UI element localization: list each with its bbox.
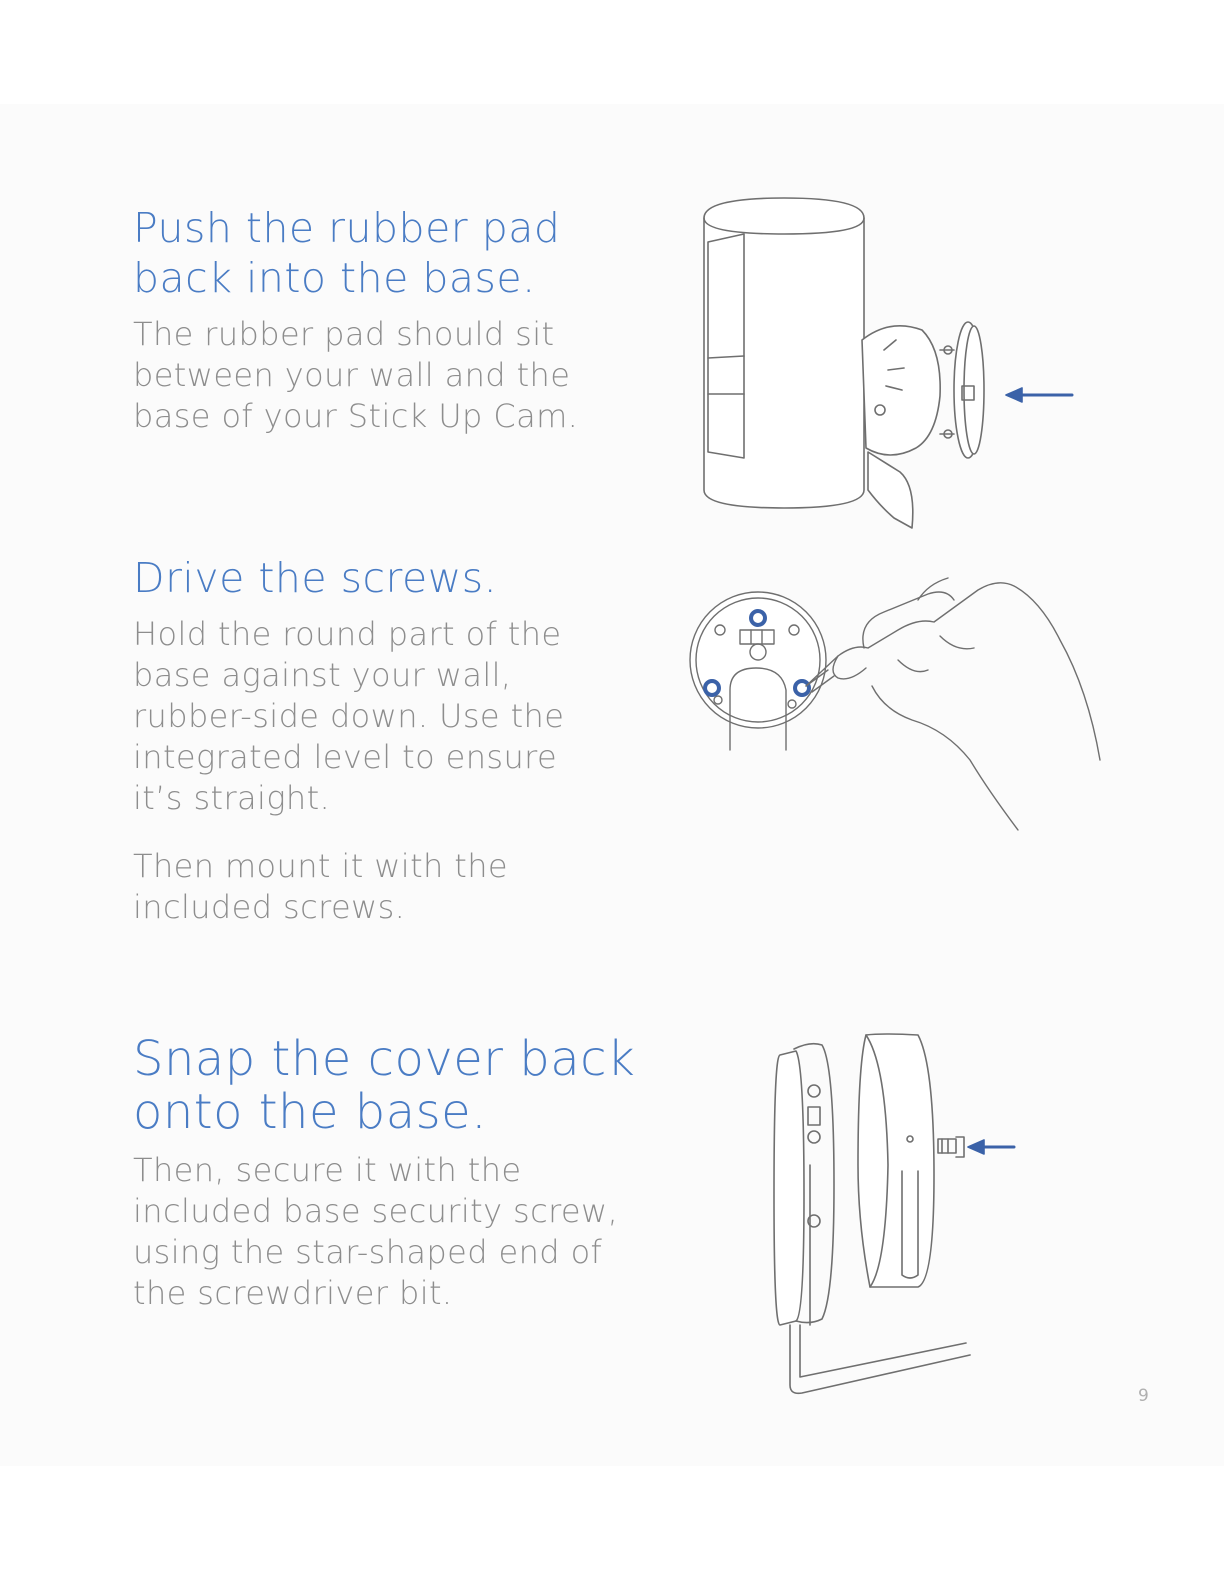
step-2-body-continued: Then mount it with the included screws. xyxy=(133,847,508,926)
step-1-title-line2: back into the base. xyxy=(133,254,536,302)
manual-page xyxy=(0,104,1224,1466)
camera-rubber-pad-illustration xyxy=(690,190,1090,535)
step-3-title: Snap the cover back onto the base. xyxy=(133,1033,635,1139)
drive-screws-illustration xyxy=(688,560,1118,860)
snap-cover-illustration xyxy=(770,1025,1030,1405)
step-1-title: Push the rubber pad back into the base. xyxy=(133,203,560,303)
step-2-title: Drive the screws. xyxy=(133,554,498,602)
step-3-body: Then, secure it with the included base s… xyxy=(133,1151,619,1312)
step-2-body: Hold the round part of the base against … xyxy=(133,615,565,817)
step-1-title-line1: Push the rubber pad xyxy=(133,204,561,252)
page-number: 9 xyxy=(1138,1386,1149,1406)
step-1-body: The rubber pad should sit between your w… xyxy=(133,315,579,435)
step-3-title-line1: Snap the cover back xyxy=(133,1031,636,1087)
step-3-title-line2: onto the base. xyxy=(133,1084,487,1140)
